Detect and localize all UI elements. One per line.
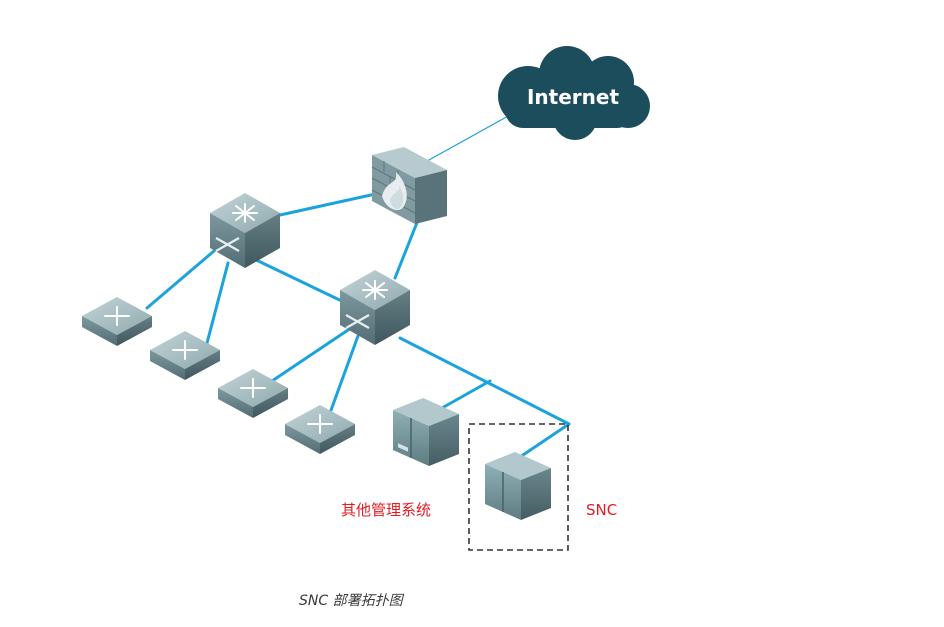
links [145,114,571,459]
access-switch-icon-2 [150,331,220,380]
diagram-caption: SNC 部署拓扑图 [299,593,405,609]
link-core2-firewall [393,218,420,280]
access-switch-icon-1 [82,297,152,346]
link-core1-core2 [250,256,352,307]
access-switch-icon-4 [285,405,355,454]
link-core2-hub [398,336,571,426]
link-core2-access3 [270,326,353,383]
other-mgmt-system-label: 其他管理系统 [341,501,431,519]
link-core1-firewall [278,191,382,217]
internet-cloud-icon: Internet [498,46,650,140]
snc-label: SNC [586,501,617,519]
server-icon-other-mgmt [393,398,459,466]
internet-label: Internet [527,85,619,109]
firewall-icon [371,147,447,224]
server-icon-snc [485,452,551,520]
snc-dashed-box [468,423,569,551]
link-hub-server1 [440,379,492,410]
link-hub-snc [518,422,571,459]
core-switch-icon-2 [340,270,410,345]
link-internet-firewall [419,114,511,166]
core-switch-icon-1 [210,193,280,268]
access-switch-icon-3 [218,369,288,418]
link-core1-access1 [145,249,216,310]
link-core2-access4 [328,334,360,415]
link-core1-access2 [205,261,230,345]
